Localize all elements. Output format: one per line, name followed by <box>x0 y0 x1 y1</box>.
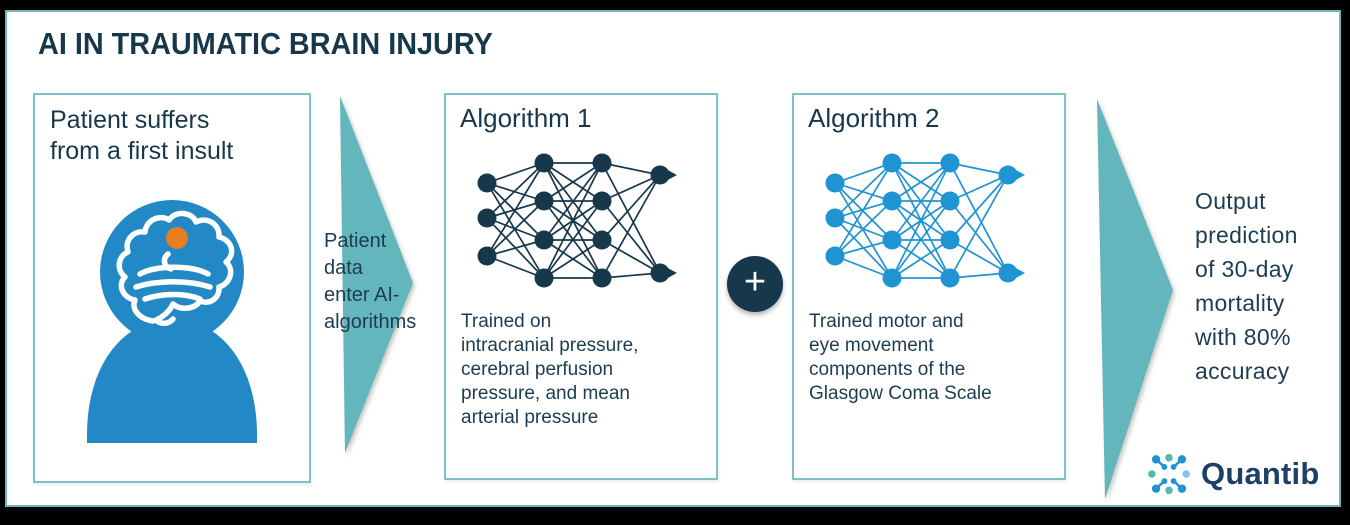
algorithm1-description: Trained on intracranial pressure, cerebr… <box>461 311 639 428</box>
page-title: AI IN TRAUMATIC BRAIN INJURY <box>38 26 493 61</box>
neural-network-dark-icon <box>477 153 677 288</box>
quantib-logo-mark-icon <box>1148 453 1190 495</box>
insult-spot <box>166 227 188 249</box>
algorithm1-box: Algorithm 1 Trained on intracranial pres… <box>444 93 718 480</box>
algorithm2-description: Trained motor and eye movement component… <box>809 311 992 404</box>
patient-box: Patient suffers from a first insult <box>33 93 311 483</box>
patient-brain-injury-icon <box>87 200 257 443</box>
plus-icon: + <box>743 260 767 303</box>
neural-network-blue-icon <box>825 153 1025 288</box>
input-arrow-icon <box>340 96 413 453</box>
algorithm1-heading: Algorithm 1 <box>460 103 592 133</box>
algorithm2-box: Algorithm 2 Trained motor and eye moveme… <box>792 93 1066 480</box>
combine-plus-badge: + <box>727 256 783 312</box>
output-arrow-icon <box>1097 99 1173 499</box>
quantib-logo: Quantib <box>1146 451 1320 497</box>
algorithm2-heading: Algorithm 2 <box>808 103 940 133</box>
quantib-wordmark: Quantib <box>1201 456 1320 491</box>
input-arrow-label: Patient data enter AI- algorithms <box>324 230 417 333</box>
output-prediction-text: Output prediction of 30-day mortality wi… <box>1195 188 1298 384</box>
patient-box-heading: Patient suffers from a first insult <box>50 106 234 165</box>
